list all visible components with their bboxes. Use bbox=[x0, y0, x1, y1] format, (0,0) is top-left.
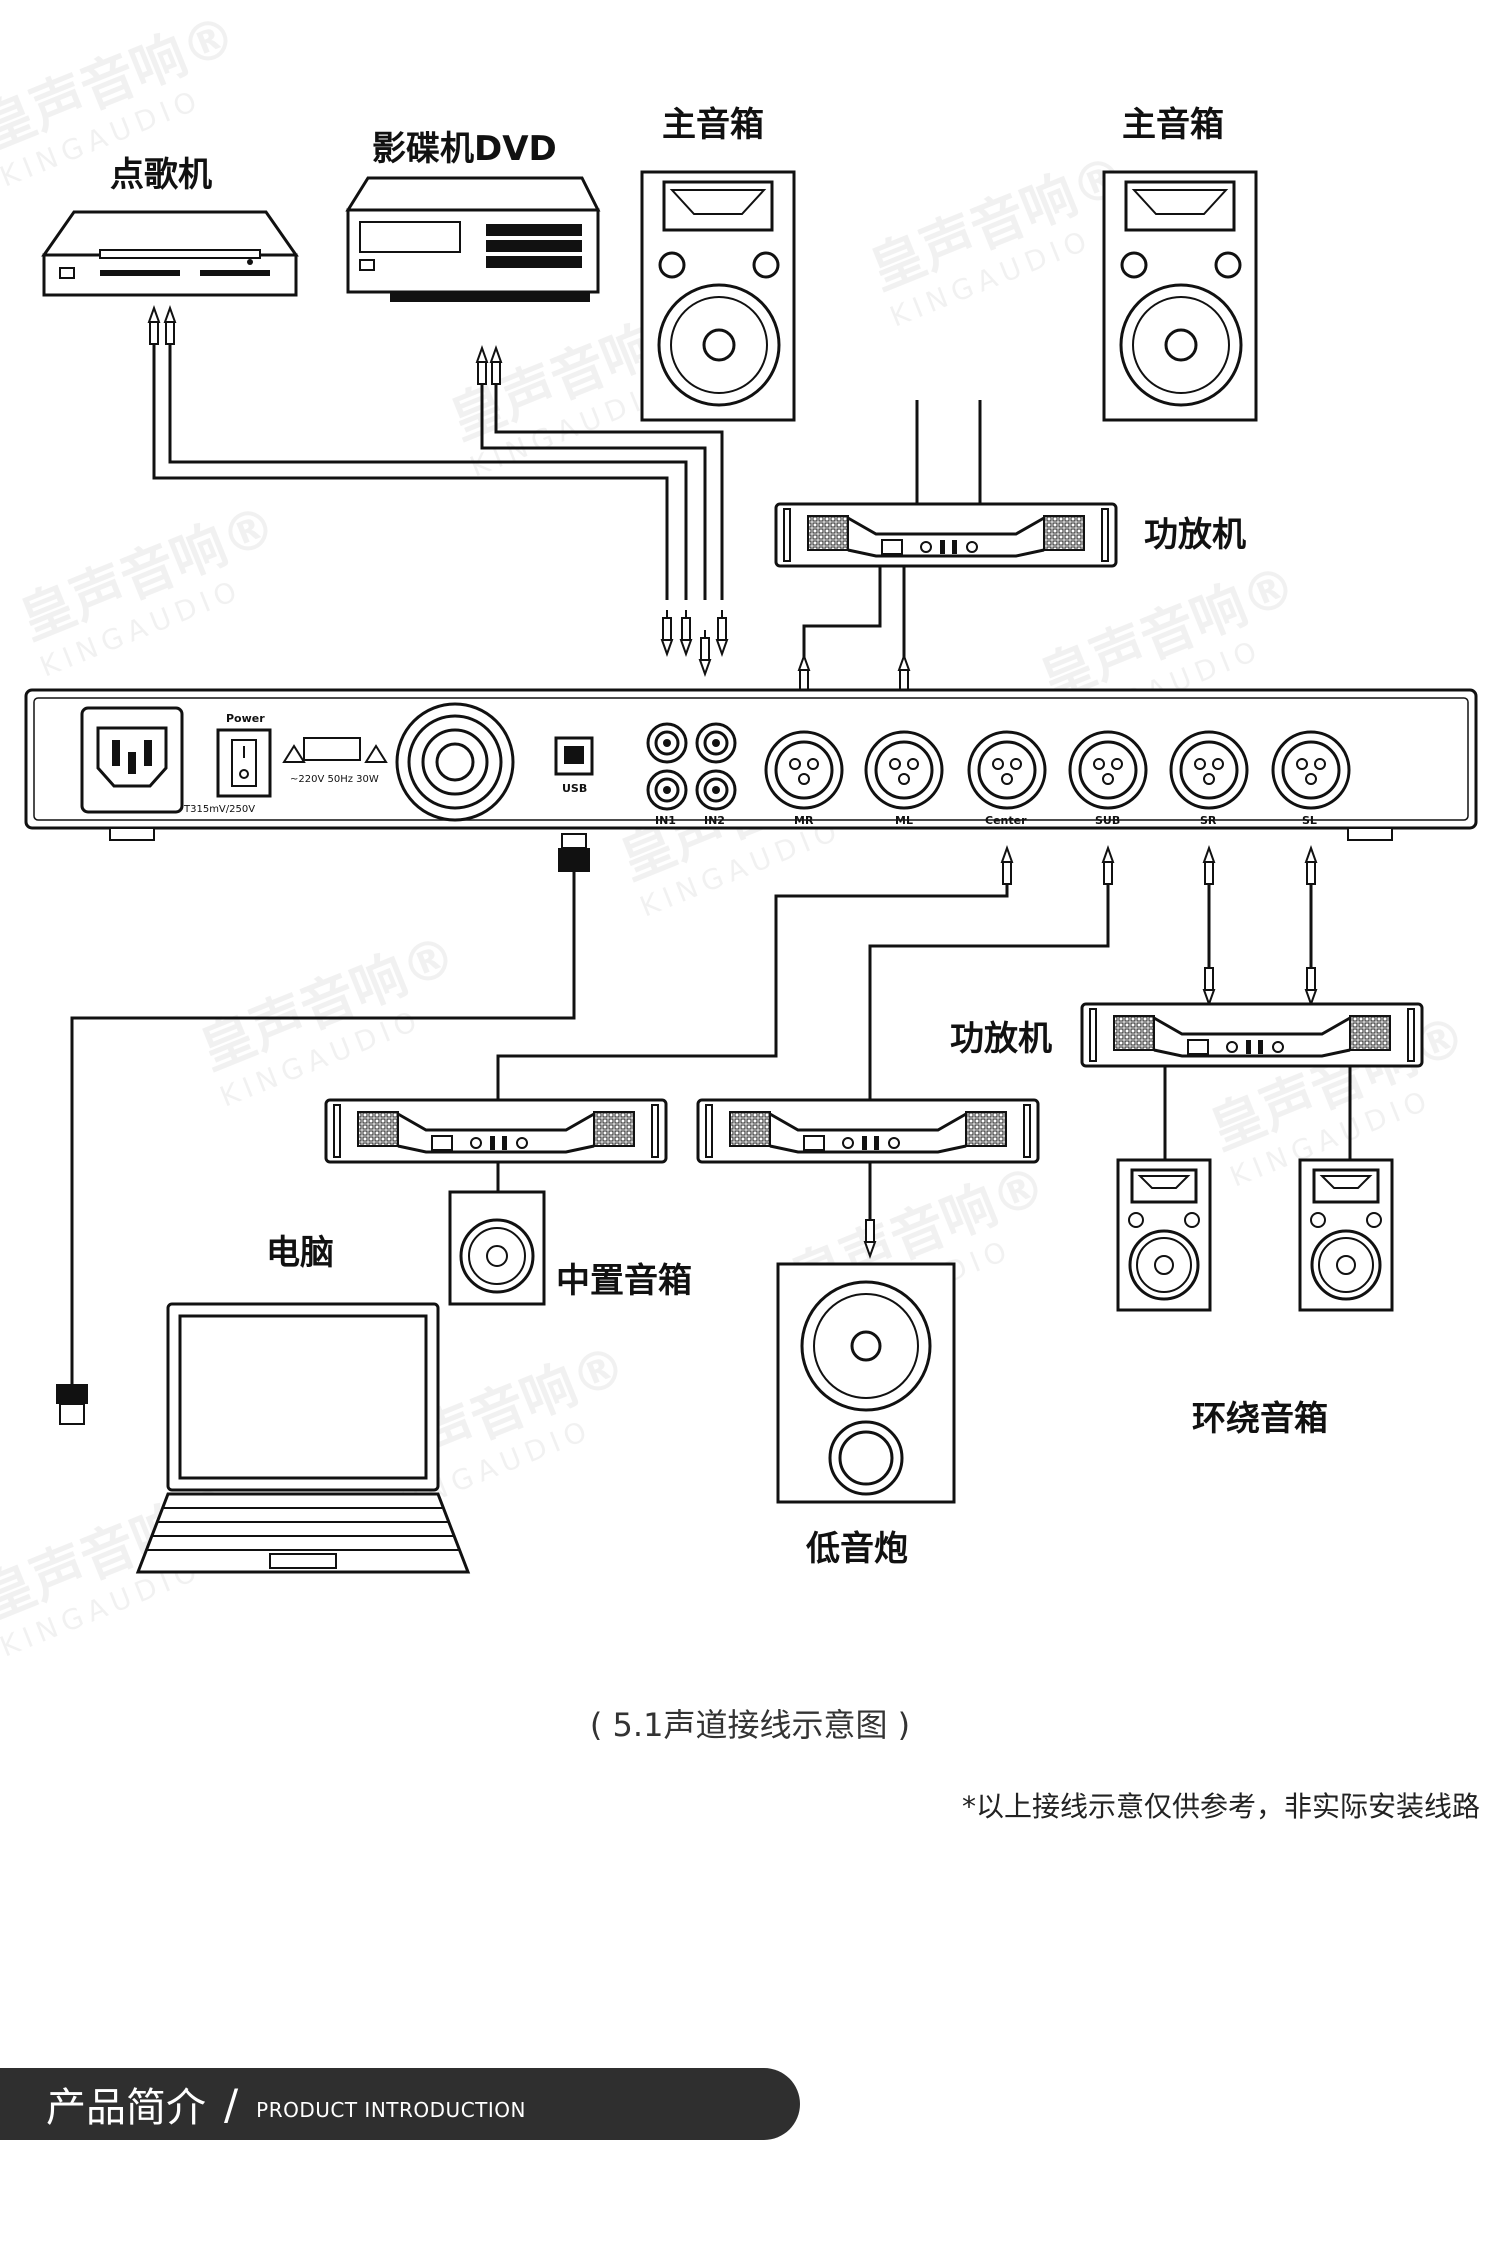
subwoofer-label: 低音炮 bbox=[806, 1529, 908, 1569]
banner-slash: / bbox=[224, 2079, 239, 2129]
karaoke-player: 点歌机 bbox=[41, 155, 299, 297]
port-in1-label: IN1 bbox=[655, 814, 676, 827]
main-speaker-right: 主音箱 bbox=[1102, 105, 1258, 422]
sl-plug bbox=[1305, 847, 1317, 893]
amplifier-center bbox=[324, 1098, 668, 1164]
port-ml-label: ML bbox=[895, 814, 913, 827]
amplifier-surround-label: 功放机 bbox=[950, 1019, 1052, 1059]
usb-plug-icon bbox=[558, 833, 590, 872]
in-plug-2 bbox=[680, 609, 692, 655]
in-plug-1 bbox=[661, 609, 673, 655]
computer-label: 电脑 bbox=[266, 1233, 334, 1273]
amplifier-sub bbox=[696, 1098, 1040, 1164]
computer-usb-plug-icon bbox=[56, 1384, 88, 1425]
wiring-diagram: 皇声音响®KINGAUDIO 皇声音响®KINGAUDIO 皇声音响®KINGA… bbox=[0, 2, 1478, 1664]
dvd-player-label: 影碟机DVD bbox=[372, 129, 557, 169]
fuse-label: T315mV/250V bbox=[183, 804, 255, 815]
karaoke-player-label: 点歌机 bbox=[110, 155, 212, 195]
fan-icon bbox=[395, 702, 515, 822]
karaoke-rca-plug-b bbox=[164, 307, 176, 353]
port-sr-label: SR bbox=[1200, 814, 1217, 827]
karaoke-rca-plug-a bbox=[148, 307, 160, 353]
banner-subtitle: PRODUCT INTRODUCTION bbox=[256, 2098, 526, 2122]
amplifier-surround: 功放机 bbox=[950, 1002, 1424, 1068]
port-in2-label: IN2 bbox=[704, 814, 725, 827]
subwoofer: 低音炮 bbox=[776, 1262, 956, 1569]
power-label: Power bbox=[226, 712, 265, 725]
surround-speaker-left bbox=[1116, 1158, 1212, 1312]
in-plug-3 bbox=[699, 629, 711, 675]
sub-plug bbox=[1102, 847, 1114, 893]
main-speaker-right-label: 主音箱 bbox=[1122, 105, 1224, 145]
product-introduction-banner: 产品简介 / PRODUCT INTRODUCTION bbox=[0, 2068, 800, 2140]
computer: 电脑 bbox=[135, 1233, 471, 1574]
in-plug-4 bbox=[716, 609, 728, 655]
amplifier-top-label: 功放机 bbox=[1144, 515, 1246, 555]
port-mr-label: MR bbox=[794, 814, 814, 827]
voltage-label: ~220V 50Hz 30W bbox=[290, 774, 379, 785]
dvd-player: 影碟机DVD bbox=[345, 129, 601, 302]
main-speaker-left-label: 主音箱 bbox=[662, 105, 764, 145]
center-speaker: 中置音箱 bbox=[448, 1190, 692, 1306]
center-plug bbox=[1001, 847, 1013, 893]
diagram-caption: ( 5.1声道接线示意图 ) bbox=[589, 1706, 911, 1744]
port-center-label: Center bbox=[985, 814, 1027, 827]
center-speaker-label: 中置音箱 bbox=[556, 1261, 692, 1301]
disclaimer-note: *以上接线示意仅供参考，非实际安装线路 bbox=[961, 1790, 1480, 1823]
port-sub-label: SUB bbox=[1095, 814, 1120, 827]
surround-speaker-right bbox=[1298, 1158, 1394, 1312]
usb-port-label: USB bbox=[562, 782, 587, 795]
banner-title: 产品简介 bbox=[46, 2085, 206, 2131]
sl-amp-plug bbox=[1305, 959, 1317, 1005]
amplifier-top: 功放机 bbox=[774, 502, 1246, 568]
surround-speakers-label: 环绕音箱 bbox=[1192, 1399, 1328, 1439]
sr-plug bbox=[1203, 847, 1215, 893]
main-speaker-left: 主音箱 bbox=[640, 105, 796, 422]
port-sl-label: SL bbox=[1302, 814, 1317, 827]
sr-amp-plug bbox=[1203, 959, 1215, 1005]
processor-rear-panel: T315mV/250V Power ~220V 50Hz 30W USB IN1… bbox=[24, 688, 1478, 841]
